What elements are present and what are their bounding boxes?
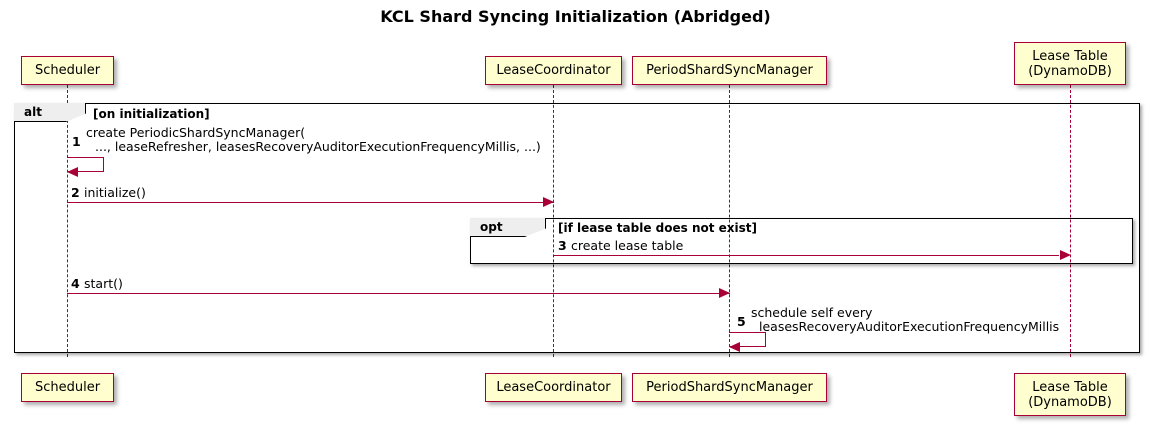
fragment-alt-operator: alt (14, 103, 86, 122)
message-1-label-line1: create PeriodicShardSyncManager( (86, 125, 306, 140)
fragment-operator-label: opt (480, 220, 503, 234)
participant-label: Scheduler (34, 63, 101, 78)
message-5-label-line2: leasesRecoveryAuditorExecutionFrequencyM… (759, 319, 1060, 334)
fragment-opt-operator: opt (470, 218, 546, 237)
participant-periodshardsyncmanager-top[interactable]: PeriodShardSyncManager (632, 56, 827, 85)
participant-scheduler-top[interactable]: Scheduler (21, 56, 114, 85)
participant-leasecoordinator-bottom[interactable]: LeaseCoordinator (485, 373, 622, 402)
participant-label: LeaseCoordinator (496, 63, 611, 78)
fragment-opt-guard: [if lease table does not exist] (558, 221, 758, 235)
message-5-label-line1: schedule self every (751, 305, 873, 320)
message-3-label: create lease table (571, 238, 684, 253)
fragment-alt-guard: [on initialization] (93, 107, 210, 121)
message-1-arrowhead (67, 167, 78, 177)
message-3-line (553, 255, 1059, 256)
participant-leasecoordinator-top[interactable]: LeaseCoordinator (485, 56, 622, 85)
message-1-label-line2: ..., leaseRefresher, leasesRecoveryAudit… (95, 139, 541, 154)
message-5-number: 5 (737, 314, 746, 329)
page-title: KCL Shard Syncing Initialization (Abridg… (380, 7, 771, 26)
message-2-line (67, 202, 554, 203)
participant-leasetable-top[interactable]: Lease Table (DynamoDB) (1014, 42, 1126, 85)
lifeline-periodshardsyncmanager (729, 85, 730, 357)
message-5-self-loop (729, 332, 766, 347)
participant-leasetable-bottom[interactable]: Lease Table (DynamoDB) (1014, 373, 1126, 416)
message-5-arrowhead (729, 342, 740, 352)
fragment-alt (14, 103, 1140, 353)
participant-label-line2: (DynamoDB) (1028, 63, 1112, 79)
lifeline-leasetable (1070, 85, 1071, 357)
participant-label-line1: Lease Table (1032, 48, 1108, 64)
participant-label: Scheduler (34, 380, 101, 395)
message-2-label: initialize() (84, 185, 146, 200)
lifeline-scheduler (67, 85, 68, 357)
participant-label-line2: (DynamoDB) (1028, 394, 1112, 410)
message-4-number: 4 (71, 276, 80, 291)
message-4-line (67, 293, 730, 294)
participant-label-line1: Lease Table (1032, 379, 1108, 395)
message-3-number: 3 (558, 238, 567, 253)
message-1-number: 1 (72, 134, 81, 149)
participant-label: PeriodShardSyncManager (646, 380, 813, 395)
fragment-opt (470, 218, 1133, 264)
participant-scheduler-bottom[interactable]: Scheduler (21, 373, 114, 402)
participant-periodshardsyncmanager-bottom[interactable]: PeriodShardSyncManager (632, 373, 827, 402)
participant-label: LeaseCoordinator (496, 380, 611, 395)
participant-label: PeriodShardSyncManager (646, 63, 813, 78)
message-1-self-loop (67, 157, 104, 172)
lifeline-leasecoordinator (553, 85, 554, 357)
message-4-arrowhead (719, 288, 730, 298)
message-4-label: start() (84, 276, 123, 291)
message-3-arrowhead (1060, 250, 1071, 260)
message-2-arrowhead (543, 197, 554, 207)
message-2-number: 2 (71, 185, 80, 200)
fragment-operator-label: alt (24, 105, 42, 119)
